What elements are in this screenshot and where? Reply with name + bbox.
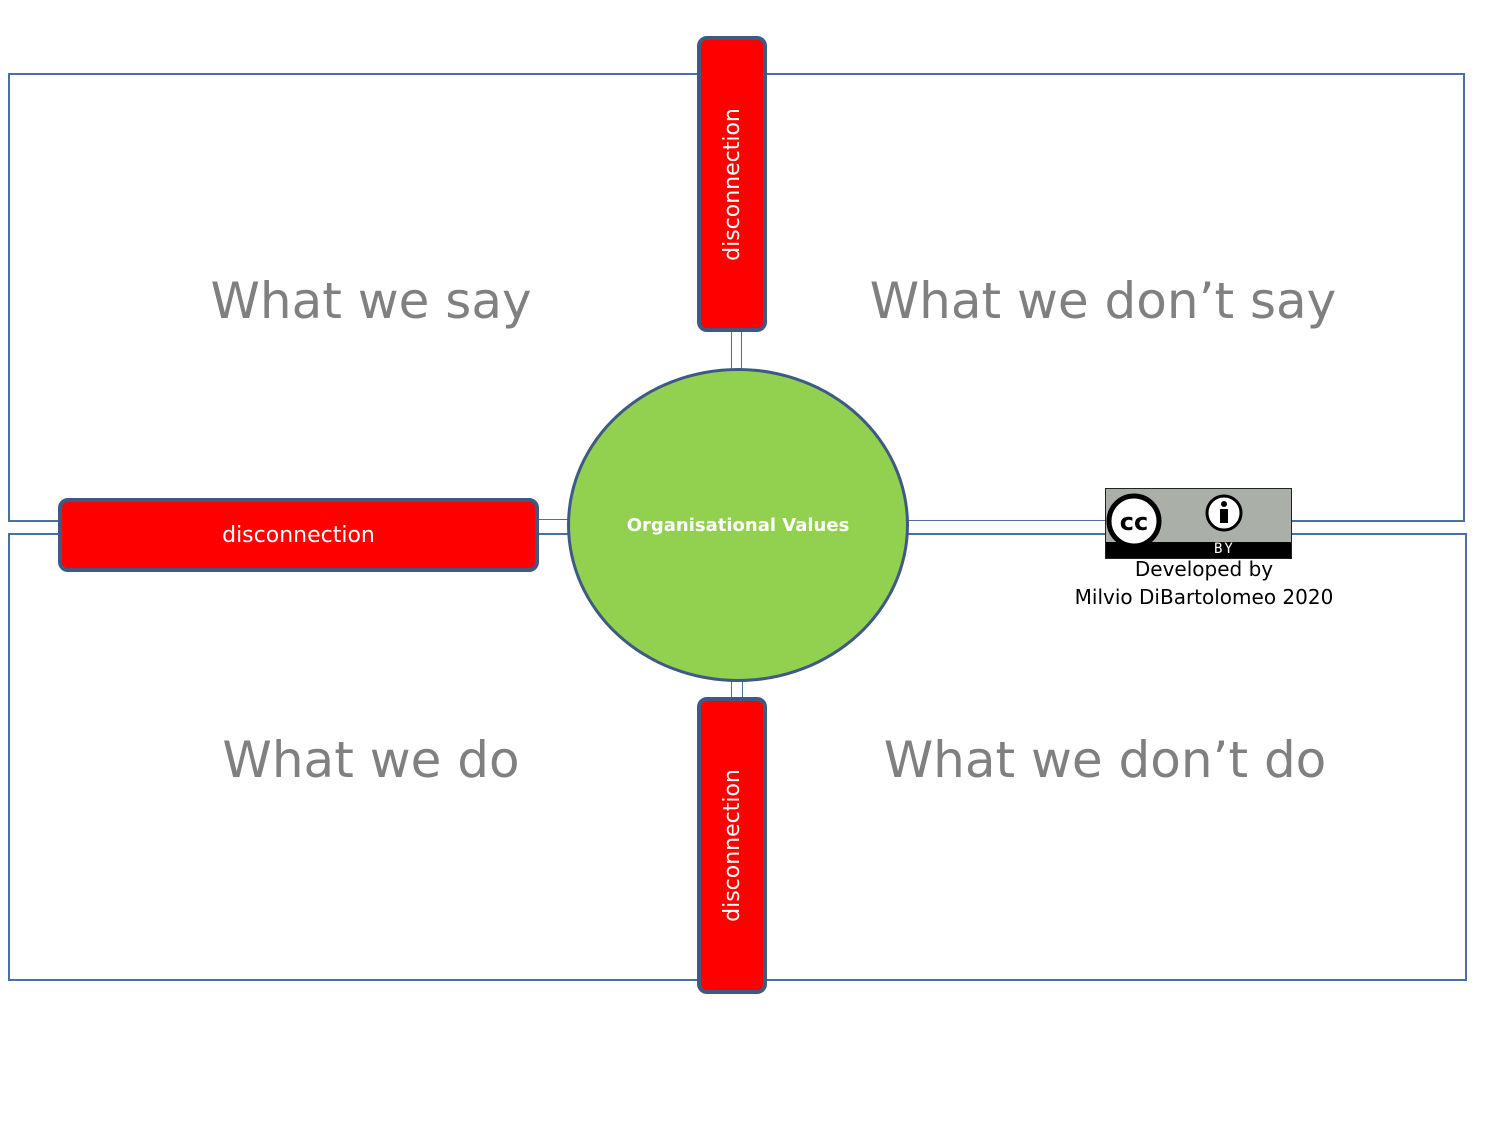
disconnection-label-top: disconnection (719, 107, 745, 261)
disconnection-bar-top: disconnection (697, 36, 767, 332)
disconnection-bar-bottom: disconnection (697, 697, 767, 994)
quadrant-what-we-dont-do: What we don’t do (883, 731, 1327, 789)
quadrant-what-we-say: What we say (210, 272, 532, 330)
disconnection-label-bottom: disconnection (719, 769, 745, 922)
disconnection-label-left: disconnection (222, 522, 375, 548)
quadrant-what-we-do: What we do (222, 731, 520, 789)
disconnection-bar-left: disconnection (58, 498, 539, 572)
cc-by-icon: cc BY (1105, 488, 1292, 559)
credit-line-2: Milvio DiBartolomeo 2020 (1074, 585, 1334, 609)
connector-top (731, 330, 742, 370)
cc-by-graphic: cc (1106, 493, 1291, 558)
credit-line-1: Developed by (1134, 557, 1274, 581)
connector-right (907, 520, 1107, 534)
connector-left (536, 519, 569, 534)
svg-text:cc: cc (1120, 508, 1148, 536)
organisational-values-circle: Organisational Values (567, 368, 909, 682)
center-label: Organisational Values (626, 514, 850, 536)
quadrant-what-we-dont-say: What we don’t say (869, 272, 1337, 330)
cc-badge-text: BY (1214, 541, 1235, 557)
